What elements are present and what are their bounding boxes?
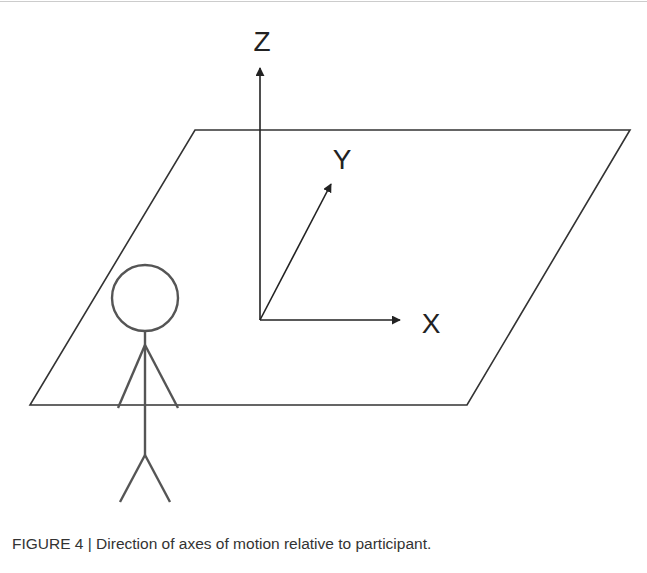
stick-figure bbox=[112, 265, 178, 502]
figure-caption: FIGURE 4 | Direction of axes of motion r… bbox=[12, 534, 632, 554]
x-axis bbox=[260, 319, 400, 321]
axis-label: X bbox=[422, 310, 441, 338]
axis-label: Y bbox=[333, 146, 352, 174]
z-axis bbox=[259, 68, 261, 320]
ground-plane bbox=[30, 130, 630, 405]
y-axis bbox=[260, 184, 331, 320]
top-rule bbox=[0, 1, 647, 2]
axis-label: Z bbox=[253, 28, 270, 56]
